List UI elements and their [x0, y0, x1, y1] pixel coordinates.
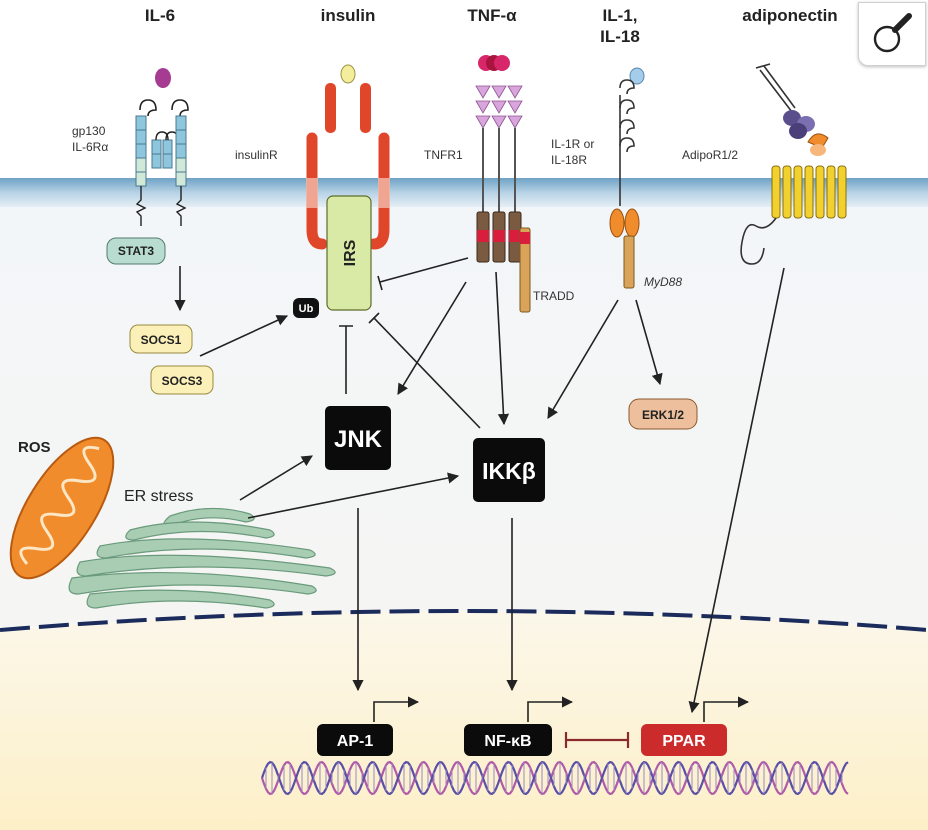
label-il1: IL-1, [603, 6, 638, 25]
tnfr1-extracellular-domains [475, 85, 523, 129]
magnifier-icon [873, 13, 912, 53]
adiponectin-receptor [740, 63, 847, 265]
svg-text:SOCS3: SOCS3 [162, 374, 203, 388]
insulin-receptor [306, 64, 390, 250]
adiponectin-ligand [755, 63, 829, 156]
tir-domain-left [609, 208, 625, 238]
insulin-receptor-alpha-right [360, 83, 371, 133]
svg-text:Ub: Ub [299, 303, 314, 315]
irs-node: IRS [326, 195, 372, 311]
jnk-node: JNK [325, 406, 391, 470]
il1r-ig-domains [619, 79, 635, 153]
inhibit-tnfr-irs [377, 257, 469, 291]
label-myd88: MyD88 [644, 275, 682, 289]
label-adiponectin: adiponectin [742, 6, 837, 25]
dna-base-pairs [265, 762, 843, 794]
arrow-adipor-ppar [688, 267, 785, 714]
ap1-node: AP-1 [317, 696, 420, 756]
insulin-receptor-alpha-left [325, 83, 336, 133]
erk12-node: ERK1/2 [628, 398, 698, 430]
gp130-chain-right [175, 115, 187, 187]
label-adipor: AdipoR1/2 [682, 148, 738, 162]
label-il6r: IL-6Rα [72, 140, 108, 154]
myd88-adaptor [623, 235, 635, 289]
label-insulinr: insulinR [235, 148, 278, 162]
insulin-ligand [340, 64, 356, 84]
tir-domain-right [624, 208, 640, 238]
label-il6: IL-6 [145, 6, 175, 25]
inhibit-nfkb-ppar [564, 732, 630, 748]
endoplasmic-reticulum [68, 507, 336, 609]
svg-text:ERK1/2: ERK1/2 [642, 408, 684, 422]
ppar-node: PPAR [641, 696, 750, 756]
il1-receptor [609, 67, 645, 289]
tnfr1-death-domains [476, 211, 522, 263]
label-tradd: TRADD [533, 289, 575, 303]
ppar-transcription-start-arrow [703, 696, 750, 722]
label-tnfr1: TNFR1 [424, 148, 463, 162]
insulin-receptor-beta-right [368, 132, 390, 250]
nfkb-transcription-start-arrow [527, 696, 574, 722]
svg-text:IKKβ: IKKβ [482, 458, 536, 484]
svg-text:AP-1: AP-1 [337, 733, 374, 750]
ubiquitin-badge: Ub [293, 298, 319, 318]
inhibition-lines [339, 257, 481, 429]
svg-text:NF-κB: NF-κB [484, 733, 531, 750]
label-il1r: IL-1R or [551, 137, 594, 151]
arrow-tnfr-jnk [397, 281, 467, 395]
label-er-stress: ER stress [124, 488, 193, 505]
tradd-adaptor [519, 227, 531, 313]
svg-text:PPAR: PPAR [662, 733, 706, 750]
dna-strand-a [260, 760, 849, 796]
arrow-socs-ub [199, 315, 289, 357]
il6-ligand [155, 68, 171, 88]
activation-arrows [174, 266, 785, 714]
dna-strand-b [260, 760, 849, 796]
arrow-er-ikk [247, 472, 460, 519]
inhibit-jnk-irs [339, 325, 353, 394]
il6-receptor [135, 68, 189, 226]
svg-text:SOCS1: SOCS1 [141, 333, 182, 347]
label-ros: ROS [18, 439, 51, 456]
label-il18r: IL-18R [551, 153, 587, 167]
stat3-node: STAT3 [106, 237, 166, 265]
svg-text:IRS: IRS [342, 239, 359, 266]
nfkb-node: NF-κB [464, 696, 574, 756]
arrow-er-jnk [239, 455, 313, 501]
adipor-transmembrane-helices [771, 165, 847, 219]
label-tnf-alpha: TNF-α [467, 6, 517, 25]
nucleus [0, 611, 928, 830]
dna-helix [260, 760, 849, 796]
zoom-button[interactable] [858, 2, 926, 66]
arrow-myd88-erk [635, 299, 663, 386]
il1-ligand [629, 67, 645, 85]
insulin-receptor-beta-left [306, 132, 328, 250]
label-insulin: insulin [321, 6, 376, 25]
label-il18: IL-18 [600, 27, 640, 46]
ikk-beta-node: IKKβ [473, 438, 545, 502]
gp130-chain-left [135, 115, 147, 187]
svg-text:JNK: JNK [334, 426, 383, 453]
socs1-node: SOCS1 [129, 324, 193, 354]
mitochondrion [9, 436, 115, 580]
arrow-tnfr-ikk [495, 271, 510, 426]
arrow-myd88-ikk [547, 299, 619, 419]
nuclear-envelope [0, 609, 928, 632]
svg-text:STAT3: STAT3 [118, 244, 155, 258]
socs3-node: SOCS3 [150, 365, 214, 395]
inhibit-ikk-irs [368, 312, 481, 429]
ap1-transcription-start-arrow [373, 696, 420, 722]
label-gp130: gp130 [72, 124, 106, 138]
tnf-ligand [478, 55, 510, 71]
adipor-n-terminus [740, 217, 777, 265]
tnf-receptor [475, 55, 531, 313]
